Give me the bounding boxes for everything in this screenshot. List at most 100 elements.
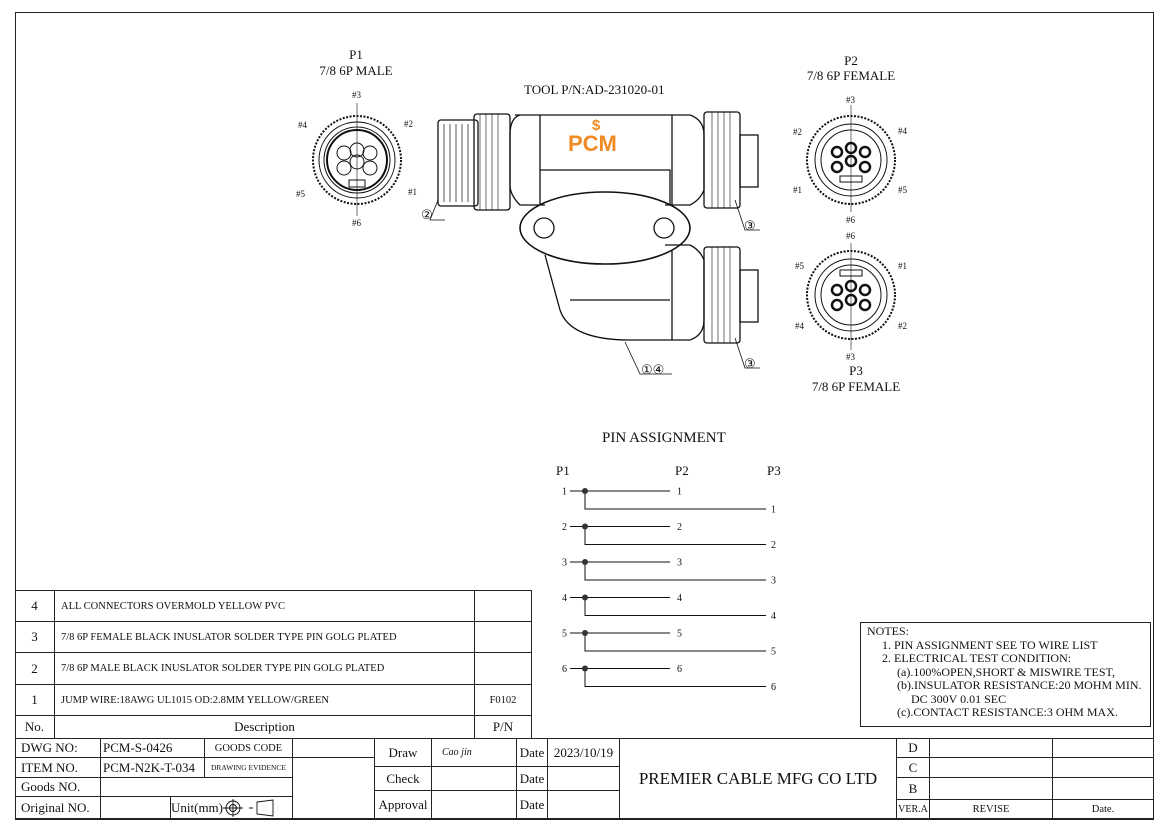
pin-assignment-title: PIN ASSIGNMENT [602,430,726,446]
p2-pin-label: 5 [677,629,682,640]
pcm-logo-text: PCM [568,131,617,156]
header-p2: P2 [675,463,689,478]
p3-pin-label: 5 [771,647,776,658]
p2-pin-label: 1 [677,487,682,498]
p2-face [806,105,896,212]
svg-text:#1: #1 [408,187,417,197]
goods-code-value [293,739,375,758]
wire-p1-p3 [584,597,766,616]
bom-no: 3 [15,622,55,653]
svg-text:#5: #5 [795,261,805,271]
note-line: 1. PIN ASSIGNMENT SEE TO WIRE LIST [882,637,1098,652]
svg-text:#2: #2 [404,119,413,129]
rev-d-date [1053,739,1154,758]
title-block: DWG NO: PCM-S-0426 GOODS CODE ITEM NO. P… [15,738,1154,820]
unit-label: Unit(mm) [171,800,223,815]
wire-p1-p3 [584,491,766,510]
p1-pin-label: 4 [562,593,567,604]
p3-type: 7/8 6P FEMALE [811,379,901,394]
bom-pn [475,622,532,653]
p1-pin-label: 6 [562,664,567,675]
callout-3-bottom: ③ [744,356,756,371]
bom-no: 2 [15,653,55,685]
bom-pn [475,653,532,685]
svg-text:#2: #2 [898,321,907,331]
p2-pin-label: 2 [677,522,682,533]
bom-desc: ALL CONNECTORS OVERMOLD YELLOW PVC [55,591,475,622]
p2-label: P2 [844,53,858,68]
svg-text:#4: #4 [298,120,308,130]
rev-d: D [897,739,930,758]
header-p3: P3 [767,463,781,478]
rev-d-desc [930,739,1053,758]
note-line: (b).INSULATOR RESISTANCE:20 MOHM MIN. [897,678,1142,692]
svg-text:#5: #5 [296,189,306,199]
check-signature [432,767,517,791]
p1-type: 7/8 6P MALE [319,63,393,78]
bom-table: 4 ALL CONNECTORS OVERMOLD YELLOW PVC 3 7… [15,590,532,739]
rev-c: C [897,758,930,778]
p2-pin-label: 3 [677,558,682,569]
check-date [548,767,620,791]
svg-text:#5: #5 [898,185,908,195]
original-no-label: Original NO. [15,797,101,820]
callout-1-4: ①④ [641,362,664,377]
bom-pn [475,591,532,622]
splice-dot [582,559,588,565]
p1-pin-label: 5 [562,629,567,640]
p1-pin-label: 3 [562,558,567,569]
note-line: 2. ELECTRICAL TEST CONDITION: [882,651,1072,665]
svg-text:#6: #6 [846,231,856,241]
splice-dot [582,665,588,672]
note-line: DC 300V 0.01 SEC [911,691,1007,706]
pcm-logo: PCM $ [568,117,617,156]
approval-date-label: Date [517,791,548,820]
splice-dot [582,523,588,530]
draw-signature: Cao jin [432,739,517,767]
wire-p1-p3 [584,562,766,581]
bom-desc: 7/8 6P FEMALE BLACK INUSLATOR SOLDER TYP… [55,622,475,653]
wire-p1-p3 [584,526,766,545]
callout-3-top: ③ [744,218,756,233]
draw-date-label: Date [517,739,548,767]
item-no-label: ITEM NO. [15,758,101,778]
bom-desc: 7/8 6P MALE BLACK INUSLATOR SOLDER TYPE … [55,653,475,685]
company-name: PREMIER CABLE MFG CO LTD [620,739,897,820]
unit-cell: Unit(mm) [171,797,293,820]
header-p1: P1 [556,463,570,478]
svg-text:#6: #6 [352,218,362,228]
goods-code-label: GOODS CODE [205,739,293,758]
svg-text:#4: #4 [795,321,805,331]
notes-title: NOTES: [867,624,909,638]
check-date-label: Date [517,767,548,791]
approval-signature [432,791,517,820]
p3-pin-label: 3 [771,576,776,587]
rev-c-desc [930,758,1053,778]
p1-pin-label: 1 [562,487,567,498]
svg-text:#3: #3 [846,95,856,105]
p3-pin-label: 1 [771,505,776,516]
wire-p1-p3 [584,633,766,652]
splice-dot [582,488,588,494]
rev-date-label: Date. [1053,800,1154,820]
goods-no-label: Goods NO. [15,778,101,797]
sheet-border [15,12,1154,819]
draw-date: 2023/10/19 [548,739,620,767]
note-line: (a).100%OPEN,SHORT & MISWIRE TEST, [897,664,1115,679]
svg-text:#2: #2 [793,127,802,137]
rev-b-date [1053,778,1154,800]
goods-no-value [101,778,293,797]
p3-pin-label: 6 [771,682,776,693]
p3-label: P3 [849,363,863,378]
bom-no: 1 [15,685,55,716]
svg-text:#3: #3 [352,90,362,100]
check-label: Check [375,767,432,791]
splice-dot [582,594,588,601]
p1-face [312,103,402,216]
dwg-no-value: PCM-S-0426 [101,739,205,758]
p1-pin-label: 2 [562,522,567,533]
notes-box: NOTES: 1. PIN ASSIGNMENT SEE TO WIRE LIS… [860,622,1151,727]
bom-header-desc: Description [55,716,475,739]
